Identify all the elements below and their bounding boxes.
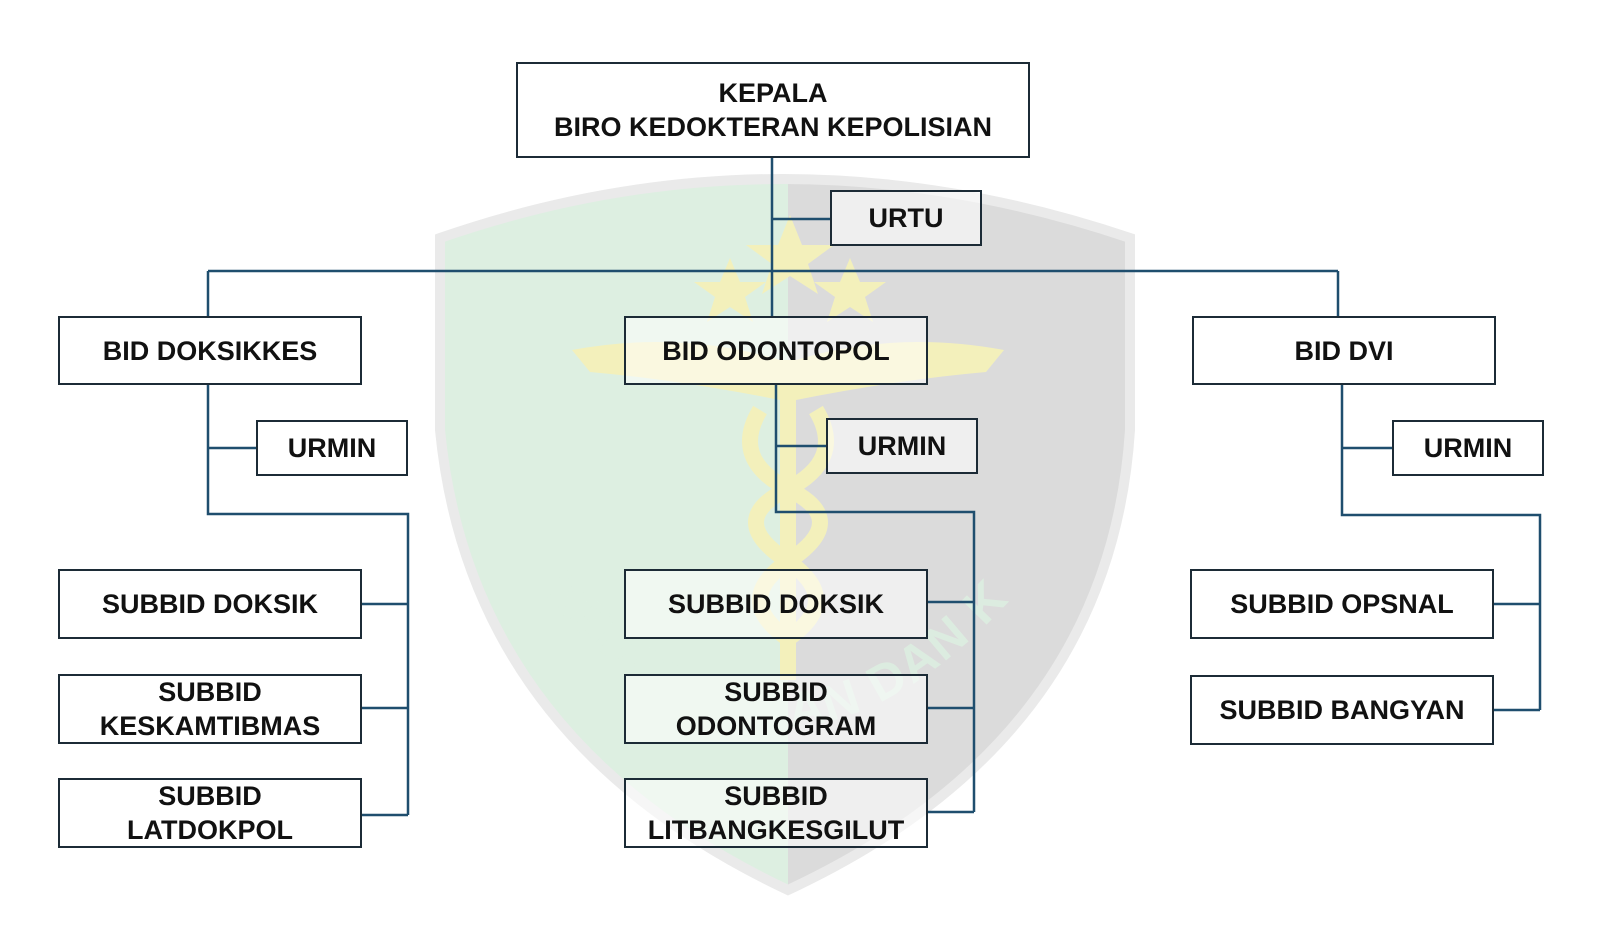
- subunit-label-line2: LATDOKPOL: [127, 815, 293, 845]
- odontopol-urmin-box: URMIN: [826, 418, 978, 474]
- subunit-label-line1: SUBBID: [724, 677, 828, 707]
- urtu-box: URTU: [830, 190, 982, 246]
- subunit-label-line2: ODONTOGRAM: [675, 711, 877, 741]
- division-doksikkes-label: BID DOKSIKKES: [102, 335, 318, 366]
- dvi-urmin-box: URMIN: [1392, 420, 1544, 476]
- odontopol-subunit-2: SUBBID ODONTOGRAM: [624, 674, 928, 744]
- subunit-label: SUBBID DOKSIK: [667, 589, 884, 619]
- odontopol-stem: [774, 385, 976, 812]
- division-odontopol-label: BID ODONTOPOL: [662, 335, 890, 366]
- connector-lines: [206, 158, 1542, 817]
- subunit-label-line2: KESKAMTIBMAS: [99, 711, 321, 741]
- urtu-label: URTU: [868, 203, 944, 233]
- dvi-subunit-1: SUBBID OPSNAL: [1190, 569, 1494, 639]
- subunit-label: SUBBID OPSNAL: [1230, 589, 1454, 619]
- subunit-label-line1: SUBBID: [158, 781, 262, 811]
- subunit-label: SUBBID DOKSIK: [101, 589, 318, 619]
- doksikkes-subunit-1: SUBBID DOKSIK: [58, 569, 362, 639]
- subunit-label-line2: LITBANGKESGILUT: [647, 815, 905, 845]
- doksikkes-subunit-2: SUBBID KESKAMTIBMAS: [58, 674, 362, 744]
- division-doksikkes-box: BID DOKSIKKES: [58, 316, 362, 385]
- division-dvi-box: BID DVI: [1192, 316, 1496, 385]
- subunit-label-line1: SUBBID: [724, 781, 828, 811]
- subunit-label: SUBBID BANGYAN: [1219, 695, 1465, 725]
- odontopol-urmin-label: URMIN: [857, 431, 947, 461]
- odontopol-subunit-1: SUBBID DOKSIK: [624, 569, 928, 639]
- doksikkes-urmin-label: URMIN: [287, 433, 377, 463]
- dvi-subunit-2: SUBBID BANGYAN: [1190, 675, 1494, 745]
- dvi-stem: [1340, 385, 1542, 710]
- head-title-line2: BIRO KEDOKTERAN KEPOLISIAN: [553, 112, 993, 142]
- doksikkes-stem: [206, 385, 410, 815]
- head-title-line1: KEPALA: [718, 78, 828, 108]
- doksikkes-urmin-box: URMIN: [256, 420, 408, 476]
- division-odontopol-box: BID ODONTOPOL: [624, 316, 928, 385]
- dvi-urmin-label: URMIN: [1423, 433, 1513, 463]
- division-dvi-label: BID DVI: [1294, 335, 1394, 366]
- head-box: KEPALA BIRO KEDOKTERAN KEPOLISIAN: [516, 62, 1030, 158]
- doksikkes-subunit-3: SUBBID LATDOKPOL: [58, 778, 362, 848]
- odontopol-subunit-3: SUBBID LITBANGKESGILUT: [624, 778, 928, 848]
- subunit-label-line1: SUBBID: [158, 677, 262, 707]
